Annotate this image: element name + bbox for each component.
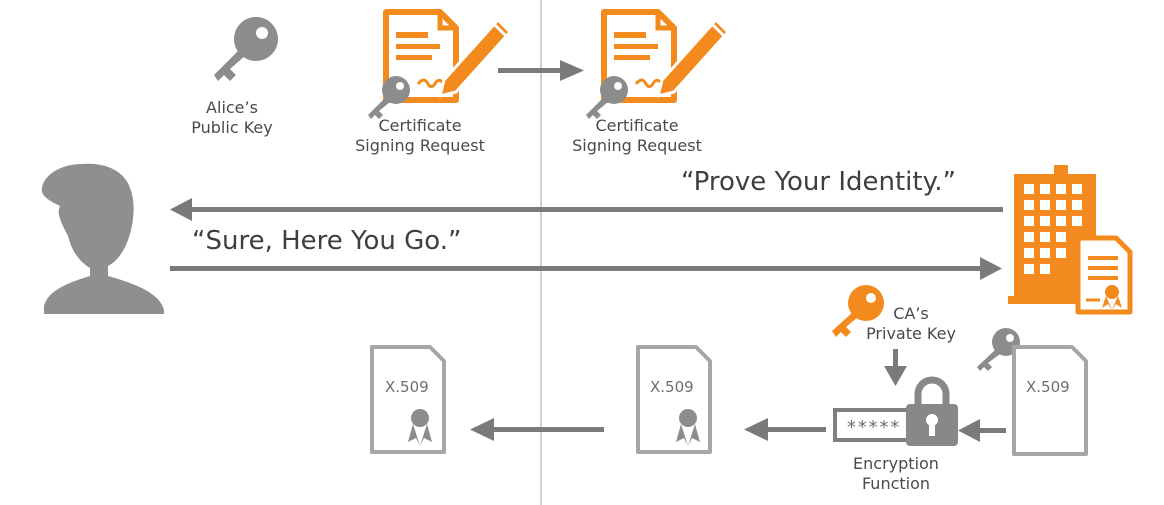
encryption-label-line: Encryption <box>853 454 939 473</box>
alice-key-label-line: Alice’s <box>206 98 258 117</box>
arrow-icon <box>170 198 1003 221</box>
document-pen-icon <box>601 9 730 103</box>
certificate-icon <box>370 345 446 454</box>
arrow-icon <box>744 418 826 441</box>
password-mask: ***** <box>846 417 900 438</box>
key-icon <box>586 76 628 119</box>
csr-left-label-line: Signing Request <box>355 136 485 155</box>
cert-label: X.509 <box>1026 378 1070 396</box>
csr-right-label-line: Signing Request <box>572 136 702 155</box>
encryption-label-line: Function <box>861 474 931 493</box>
certificate-icon <box>636 345 712 454</box>
person-icon <box>41 163 164 314</box>
encryption-function-label: Encryption Function <box>840 454 952 494</box>
arrow-icon <box>884 349 907 386</box>
cert-label: X.509 <box>385 378 429 396</box>
csr-right-label: Certificate Signing Request <box>567 116 707 156</box>
arrow-icon <box>470 418 604 441</box>
arrow-icon <box>958 419 1006 442</box>
ca-key-label-line: Private Key <box>866 324 956 343</box>
key-icon <box>214 17 278 81</box>
key-icon <box>832 285 884 337</box>
padlock-icon <box>906 376 958 446</box>
arrow-icon <box>170 257 1002 280</box>
arrow-icon <box>498 60 584 81</box>
cert-label: X.509 <box>650 378 694 396</box>
alice-key-label: Alice’s Public Key <box>186 98 278 138</box>
ca-key-label: CA’s Private Key <box>858 304 964 344</box>
prove-identity-quote: “Prove Your Identity.” <box>681 167 957 197</box>
ca-key-label-line: CA’s <box>893 304 929 323</box>
certificate-icon <box>1075 235 1133 315</box>
sure-here-you-go-quote: “Sure, Here You Go.” <box>192 226 462 256</box>
certificate-icon <box>1012 345 1088 456</box>
key-icon <box>368 76 410 119</box>
csr-right-label-line: Certificate <box>595 116 679 135</box>
alice-key-label-line: Public Key <box>191 118 273 137</box>
csr-left-label-line: Certificate <box>378 116 462 135</box>
csr-left-label: Certificate Signing Request <box>350 116 490 156</box>
